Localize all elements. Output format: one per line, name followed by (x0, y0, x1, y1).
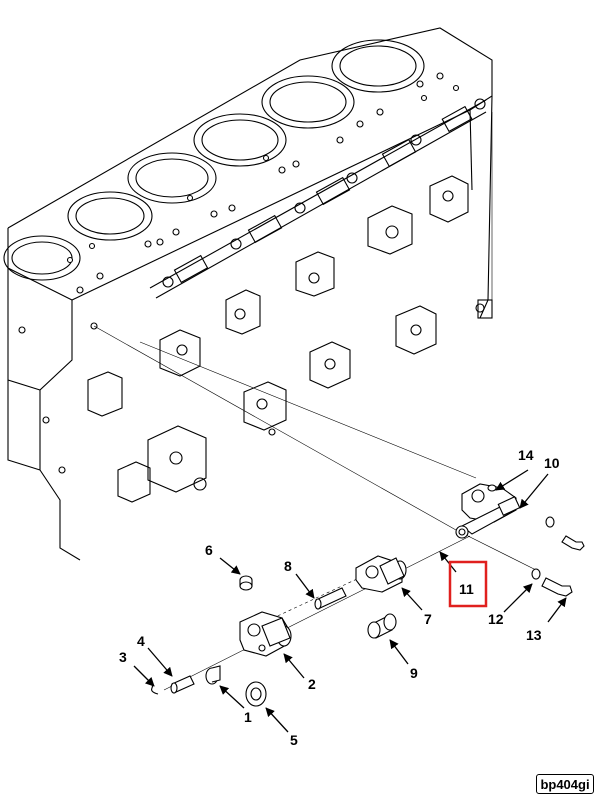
callout-leaders (133, 469, 567, 733)
part-2-follower-housing (239, 611, 292, 657)
cylinder-bores (3, 39, 425, 281)
callout-1: 1 (244, 709, 252, 725)
assembly-centerlines (93, 112, 541, 691)
part-9-roller (367, 613, 397, 639)
callout-7: 7 (424, 611, 432, 627)
part-10-follower-housing (455, 483, 521, 539)
part-14-ring (487, 484, 497, 492)
camshaft (149, 98, 487, 299)
part-13-capscrew (541, 577, 573, 597)
callout-14: 14 (518, 447, 534, 463)
parts (147, 483, 585, 707)
callout-10: 10 (544, 455, 560, 471)
part-5-roller (245, 681, 267, 707)
part-4-pin (170, 675, 195, 694)
callout-11: 11 (459, 581, 474, 597)
callout-13: 13 (526, 627, 542, 643)
callout-6: 6 (205, 542, 213, 558)
callout-8: 8 (284, 558, 292, 574)
figure-id-label: bp404gi (536, 774, 594, 794)
part-1-bushing (205, 665, 221, 685)
part-6-plug (239, 575, 253, 591)
part-8-shaft (314, 587, 347, 610)
engine-block (3, 27, 493, 561)
head-bolt-holes (66, 72, 460, 294)
callout-9: 9 (410, 665, 418, 681)
callout-numbers: 14 10 6 8 11 7 12 13 4 3 9 2 1 5 (119, 447, 560, 748)
part-7-follower-housing (355, 555, 407, 593)
block-mounting-bosses (18, 175, 493, 503)
callout-4: 4 (137, 633, 145, 649)
callout-3: 3 (119, 649, 127, 665)
upper-capscrew (561, 535, 585, 551)
part-12-washer (531, 568, 541, 580)
callout-11-highlight-box (448, 560, 488, 608)
callout-12: 12 (488, 611, 504, 627)
callout-2: 2 (308, 676, 316, 692)
callout-5: 5 (290, 732, 298, 748)
upper-washer (545, 516, 555, 528)
